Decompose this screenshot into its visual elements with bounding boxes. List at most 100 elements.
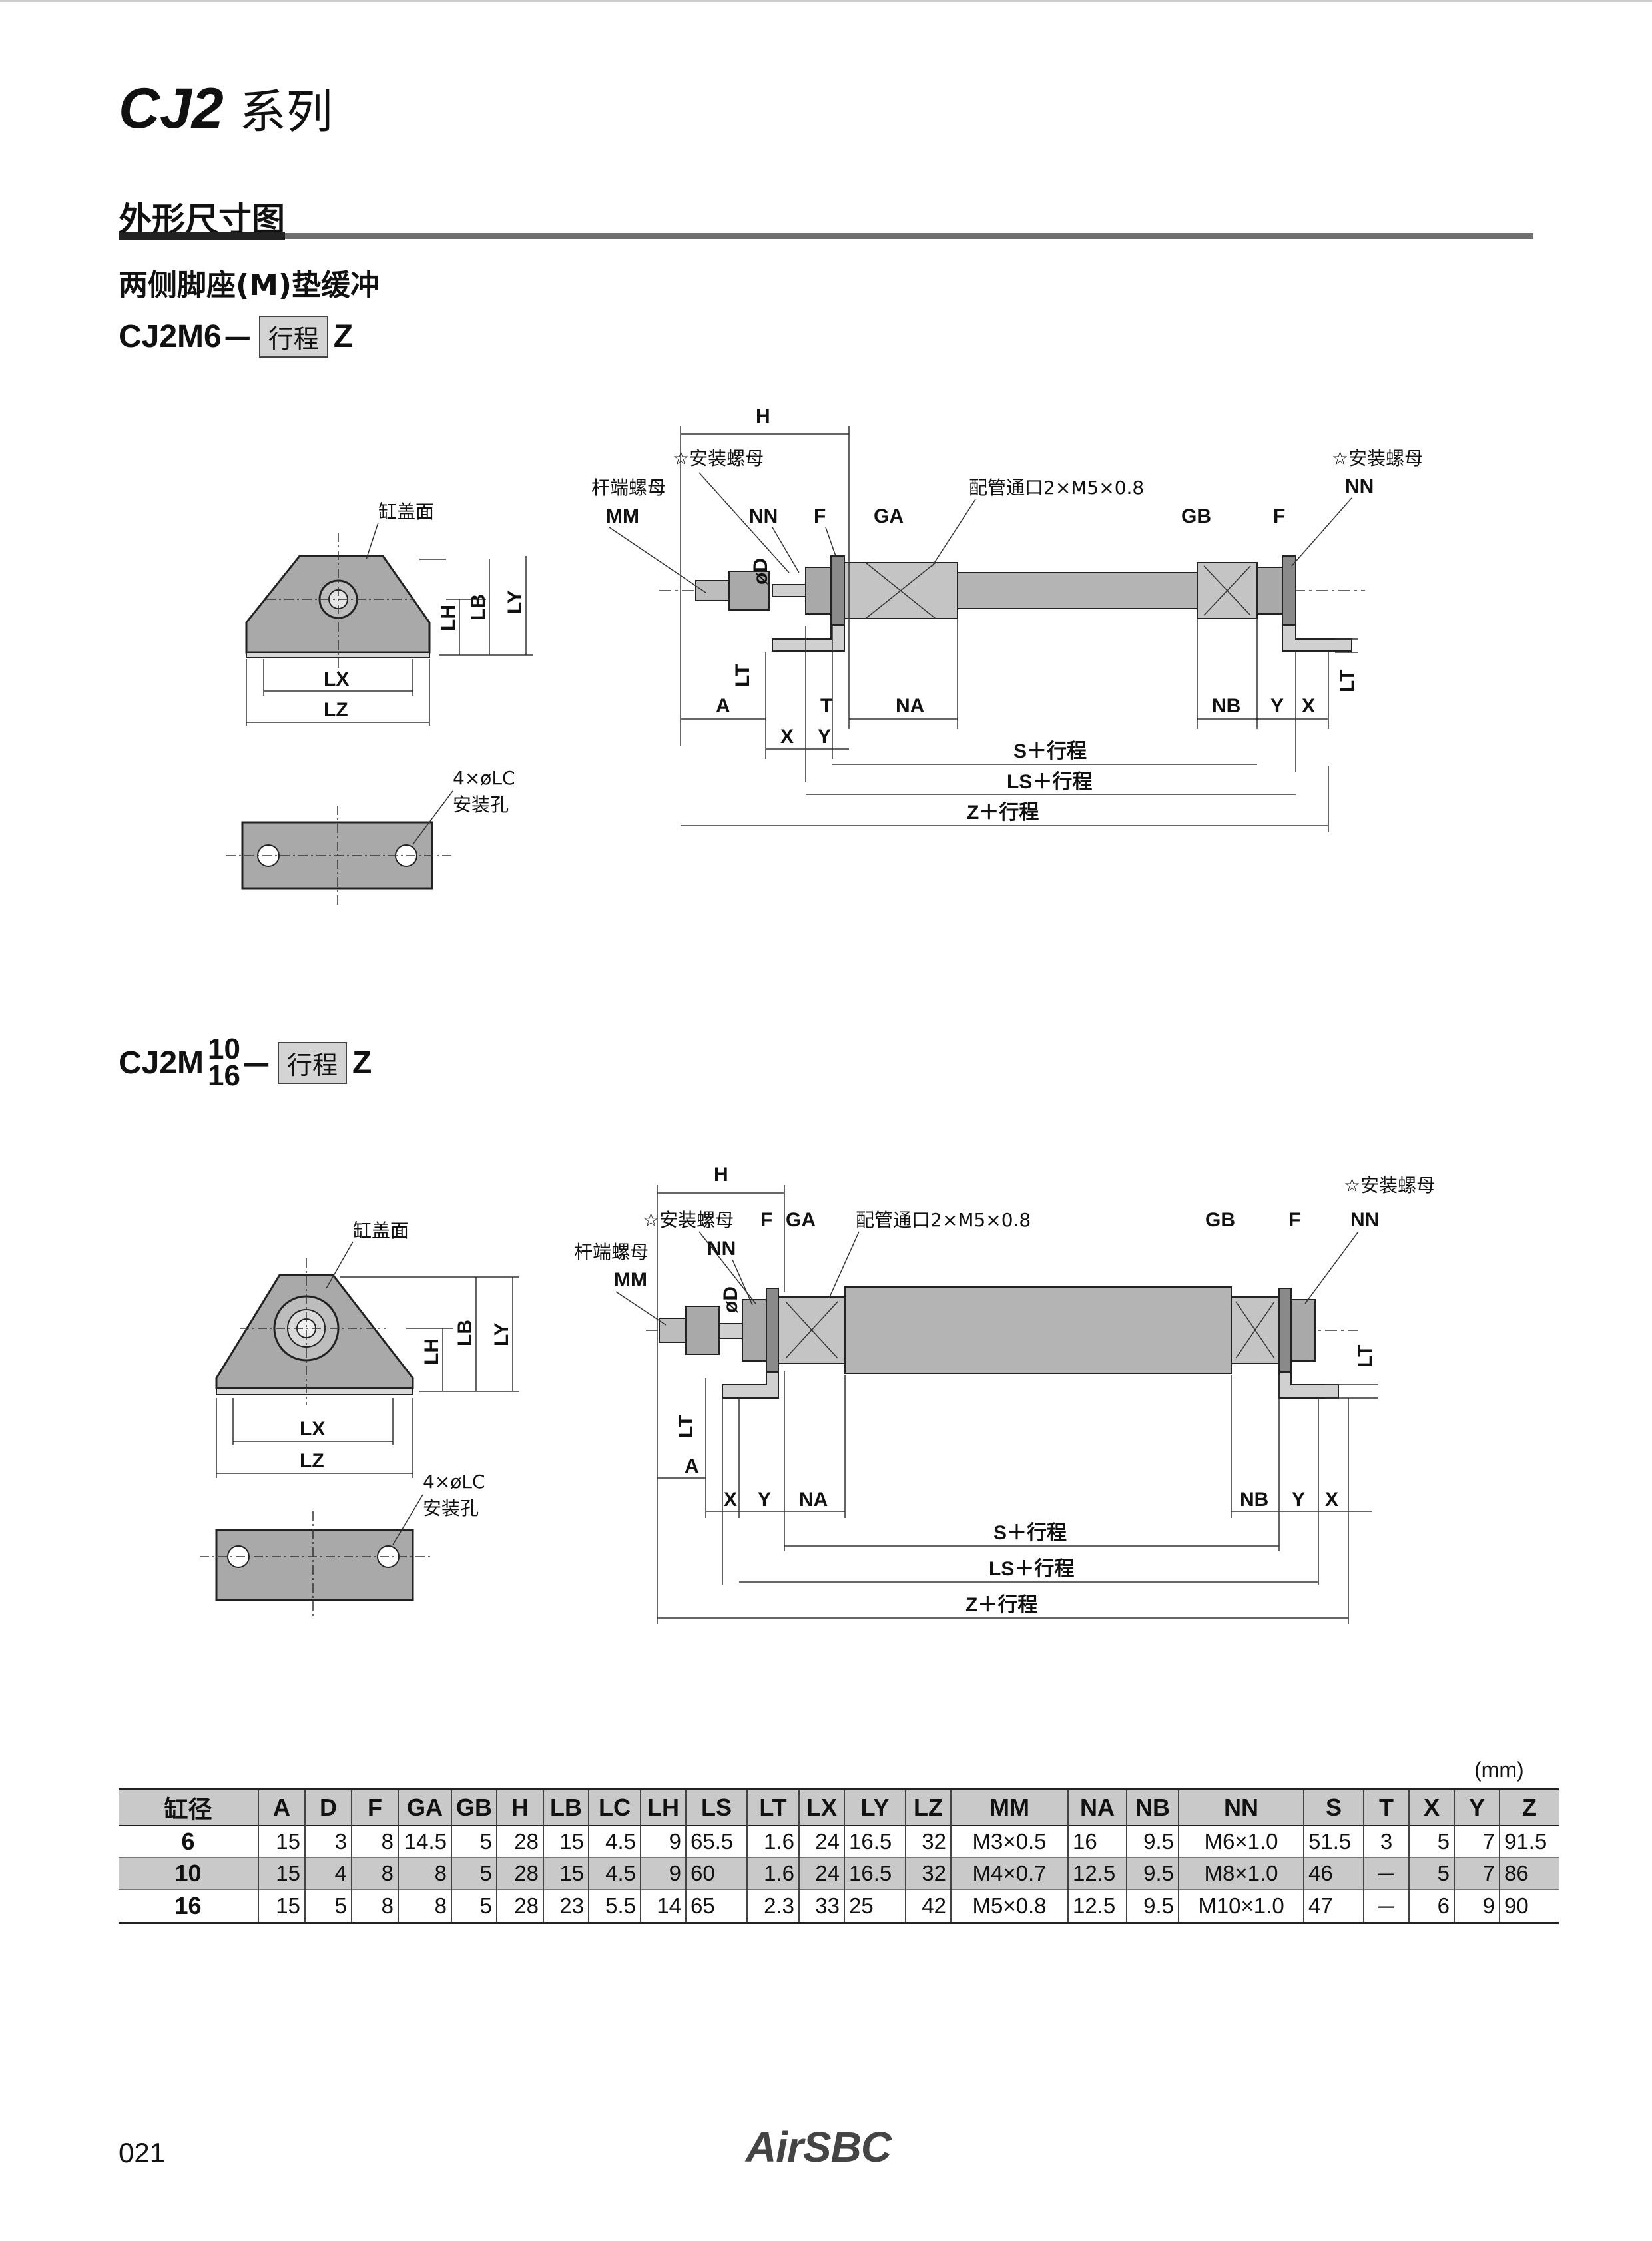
dim-a: A (685, 1455, 699, 1477)
dim-nn-left: NN (749, 505, 778, 527)
cell-lt: 2.3 (747, 1889, 800, 1923)
cell-nn: M6×1.0 (1179, 1826, 1304, 1858)
dim-t: T (820, 695, 832, 717)
header-lb: LB (543, 1789, 589, 1826)
page-number: 021 (119, 2137, 166, 2168)
header-lx: LX (799, 1789, 845, 1826)
cell-h: 28 (497, 1889, 544, 1923)
cell-lx: 33 (799, 1889, 845, 1923)
foot-end-view: 缸盖面 LH LB LY LX LZ (215, 1220, 519, 1478)
dimension-table: 缸径 A D F GA GB H LB LC LH LS LT LX LY LZ… (119, 1788, 1559, 1924)
series-suffix: 系列 (239, 85, 333, 139)
dim-x-left: X (780, 726, 794, 748)
cell-lx: 24 (799, 1857, 845, 1890)
section-rule (119, 232, 285, 240)
dim-na: NA (799, 1489, 828, 1511)
dim-mm: MM (606, 505, 639, 527)
dim-nb: NB (1212, 695, 1240, 717)
cell-x: 5 (1409, 1826, 1455, 1858)
top-border (0, 0, 1652, 2)
header-t: T (1364, 1789, 1410, 1826)
cell-a: 15 (258, 1889, 306, 1923)
dim-y-right: Y (1292, 1489, 1305, 1511)
cell-lh: 9 (641, 1857, 687, 1890)
foot-plan-view: 4×øLC 安装孔 (200, 1471, 485, 1618)
cell-nb: 9.5 (1127, 1857, 1179, 1890)
drawing-cj2m6: 缸盖面 LH LB LY LX LZ 4×øLC 安装孔 (226, 405, 1423, 905)
cell-mm: M3×0.5 (951, 1826, 1069, 1858)
model-code-cj2m6: CJ2M6 － 行程 Z (119, 313, 353, 360)
cell-lz: 32 (906, 1857, 952, 1890)
stroke-box: 行程 (258, 315, 328, 358)
header-s: S (1304, 1789, 1364, 1826)
dim-f-right: F (1273, 505, 1285, 527)
label-mount-nut-right: ☆安装螺母 (1332, 447, 1423, 469)
cell-x: 6 (1409, 1889, 1455, 1923)
label-mount-nut-right: ☆安装螺母 (1344, 1174, 1435, 1196)
header-lh: LH (641, 1789, 687, 1826)
header-h: H (497, 1789, 544, 1826)
cell-ls: 65.5 (686, 1826, 748, 1858)
header-nb: NB (1127, 1789, 1179, 1826)
dim-nn-left: NN (707, 1238, 736, 1260)
dim-x-right: X (1325, 1489, 1338, 1511)
dim-s-stroke: S＋行程 (1013, 740, 1087, 762)
table-header-row: 缸径 A D F GA GB H LB LC LH LS LT LX LY LZ… (119, 1789, 1559, 1826)
dim-f-left: F (760, 1209, 772, 1231)
dim-ga: GA (874, 505, 904, 527)
header-ly: LY (844, 1789, 906, 1826)
dim-mm: MM (614, 1269, 647, 1291)
label-mount-nut-left: ☆安装螺母 (643, 1209, 734, 1231)
brand-logo: AirSBC (746, 2123, 892, 2171)
table-unit: (mm) (1474, 1758, 1524, 1782)
cell-lx: 24 (799, 1826, 845, 1858)
dim-na: NA (896, 695, 924, 717)
label-mount-hole: 安装孔 (453, 794, 509, 816)
cell-t: 3 (1364, 1826, 1410, 1858)
header-bore: 缸径 (119, 1789, 259, 1826)
dim-a: A (716, 695, 730, 717)
dim-lt-right: LT (1336, 670, 1358, 692)
cell-a: 15 (258, 1857, 306, 1890)
dim-lb: LB (467, 594, 489, 621)
cell-s: 47 (1304, 1889, 1364, 1923)
foot-plan-view: 4×øLC 安装孔 (226, 767, 515, 905)
section-rule-extension (285, 233, 1533, 239)
bore-stack: 10 16 (208, 1035, 240, 1091)
header-lt: LT (747, 1789, 800, 1826)
dim-lz: LZ (324, 699, 348, 721)
cylinder-side-view: H ☆安装螺母 F GA 配管通口2×M5×0.8 杆端螺母 NN MM øD … (574, 1164, 1435, 1624)
header-ga: GA (398, 1789, 452, 1826)
header-x: X (1409, 1789, 1455, 1826)
dim-lt-right: LT (1354, 1345, 1376, 1368)
model-suffix: Z (333, 318, 354, 354)
cell-lt: 1.6 (747, 1826, 800, 1858)
cell-lz: 42 (906, 1889, 952, 1923)
dim-x-left: X (724, 1489, 737, 1511)
cell-na: 12.5 (1068, 1857, 1127, 1890)
series-model: CJ2 (119, 77, 224, 140)
cell-bore: 16 (119, 1889, 259, 1923)
dim-ga: GA (786, 1209, 816, 1231)
header-ls: LS (686, 1789, 748, 1826)
label-cover-face: 缸盖面 (378, 501, 434, 523)
cell-z: 91.5 (1504, 1829, 1547, 1854)
dim-gb: GB (1205, 1209, 1235, 1231)
cell-x: 5 (1409, 1857, 1455, 1890)
cell-lb: 15 (543, 1826, 589, 1858)
model-prefix: CJ2M (119, 1045, 204, 1081)
label-hole-count: 4×øLC (453, 767, 515, 789)
table-row: 16 15 5 8 8 5 28 23 5.5 14 65 2.3 33 25 … (119, 1889, 1559, 1923)
cell-h: 28 (497, 1857, 544, 1890)
cell-t: － (1364, 1889, 1410, 1923)
label-rod-nut: 杆端螺母 (591, 477, 666, 499)
cell-lz: 32 (906, 1826, 952, 1858)
cell-ls: 60 (686, 1857, 748, 1890)
cell-ly: 25 (844, 1889, 906, 1923)
mount-type-subheading: 两侧脚座(M)垫缓冲 (119, 268, 380, 302)
cell-ly: 16.5 (844, 1857, 906, 1890)
drawing-cj2m10-16: 缸盖面 LH LB LY LX LZ 4×øLC 安装孔 (200, 1164, 1435, 1624)
dim-h: H (714, 1164, 728, 1186)
cell-gb: 5 (451, 1826, 497, 1858)
cell-gb: 5 (451, 1857, 497, 1890)
